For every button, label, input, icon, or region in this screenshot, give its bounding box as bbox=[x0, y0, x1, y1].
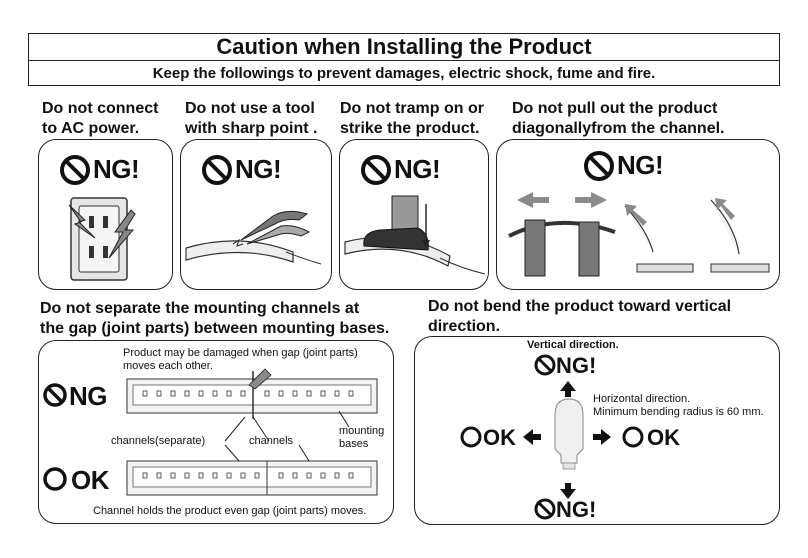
channels-ok-badge: OK bbox=[71, 465, 110, 495]
ng-badge: NG! bbox=[235, 154, 282, 184]
outlet-icon bbox=[68, 197, 136, 281]
vertical-direction-label: Vertical direction. bbox=[527, 339, 619, 351]
prohibited-icon bbox=[361, 155, 391, 185]
channels-ng-badge: NG bbox=[69, 381, 108, 411]
panel-channels: Product may be damaged when gap (joint p… bbox=[38, 340, 394, 524]
warning-heading-tramp: Do not tramp on or strike the product. bbox=[340, 100, 484, 137]
channels-note-bottom: Channel holds the product even gap (join… bbox=[93, 505, 367, 517]
warning-heading-tool: Do not use a tool with sharp point . bbox=[185, 100, 318, 137]
pliers-icon bbox=[185, 210, 322, 265]
bend-ok-right: OK bbox=[647, 425, 680, 450]
panel-ac-power: NG! bbox=[38, 139, 173, 290]
label-channels-separate: channels(separate) bbox=[111, 435, 206, 447]
warning-heading-ac: Do not connect to AC power. bbox=[42, 100, 159, 137]
page-subtitle: Keep the followings to prevent damages, … bbox=[152, 64, 656, 82]
label-mounting-bases: mounting bases bbox=[339, 425, 385, 450]
shoe-icon bbox=[344, 195, 486, 275]
panel-pull-out: NG! bbox=[496, 139, 780, 290]
prohibited-icon bbox=[43, 383, 67, 407]
warning-heading-pull: Do not pull out the product diagonallyfr… bbox=[512, 100, 725, 137]
ng-badge: NG! bbox=[93, 154, 140, 184]
horizontal-direction-note: Horizontal direction. Minimum bending ra… bbox=[593, 393, 764, 418]
ng-badge: NG! bbox=[394, 154, 441, 184]
subtitle-box: Keep the followings to prevent damages, … bbox=[28, 61, 780, 86]
channels-heading: Do not separate the mounting channels at… bbox=[40, 300, 390, 337]
prohibited-icon bbox=[534, 354, 556, 520]
panel-tramp: NG! bbox=[339, 139, 489, 290]
bend-ok-left: OK bbox=[483, 425, 516, 450]
panel-bend: Vertical direction. NG! NG! Horizontal d… bbox=[414, 336, 780, 525]
prohibited-icon bbox=[202, 155, 232, 185]
ng-badge: NG! bbox=[617, 150, 664, 180]
bend-heading: Do not bend the product toward vertical … bbox=[428, 298, 732, 335]
panel-sharp-tool: NG! bbox=[180, 139, 332, 290]
ok-circle-icon bbox=[43, 467, 67, 491]
ok-circle-icon bbox=[460, 426, 644, 448]
channels-note-top: Product may be damaged when gap (joint p… bbox=[123, 347, 358, 372]
prohibited-icon bbox=[60, 155, 90, 185]
led-strip-icon bbox=[126, 368, 378, 496]
bend-ng-bottom: NG! bbox=[556, 497, 597, 522]
hand-icon bbox=[508, 192, 770, 277]
bend-ng-top: NG! bbox=[556, 353, 597, 378]
title-box: Caution when Installing the Product bbox=[28, 33, 780, 61]
page-title: Caution when Installing the Product bbox=[216, 34, 592, 59]
label-channels: channels bbox=[249, 435, 294, 447]
arrow-icon bbox=[523, 381, 611, 499]
prohibited-icon bbox=[584, 151, 614, 181]
